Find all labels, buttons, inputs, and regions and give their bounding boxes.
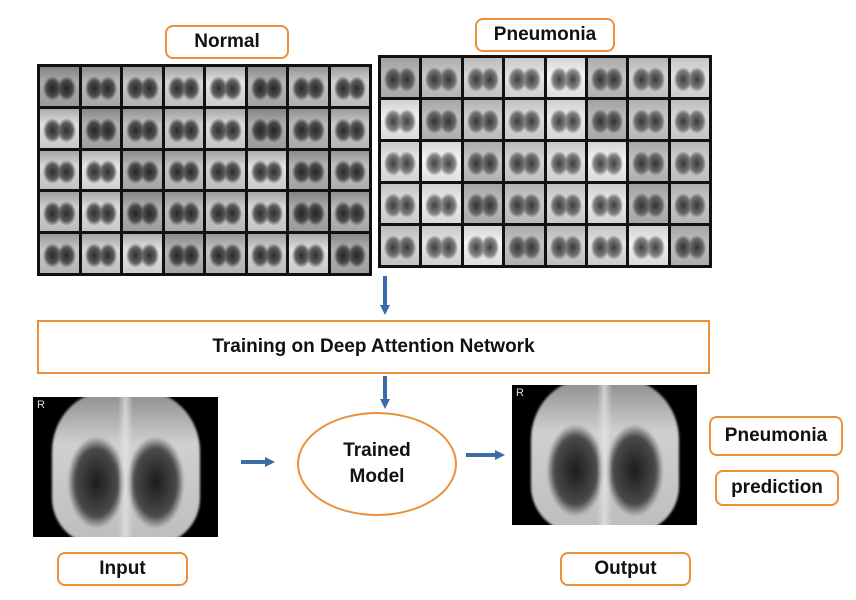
pneumonia-xray-grid [378, 55, 712, 268]
normal-xray-thumbnail [206, 108, 245, 148]
normal-xray-thumbnail [123, 67, 162, 106]
pneumonia-xray-thumbnail [505, 184, 544, 223]
xray-r-mark-output: R [516, 387, 524, 399]
normal-xray-thumbnail [289, 67, 328, 106]
normal-xray-grid [37, 64, 372, 276]
pneumonia-xray-thumbnail [670, 226, 709, 265]
normal-xray-thumbnail [81, 192, 120, 232]
model-label-line1: Trained [343, 440, 411, 461]
normal-xray-thumbnail [164, 150, 203, 190]
normal-xray-thumbnail [123, 108, 162, 148]
pneumonia-xray-thumbnail [546, 184, 585, 223]
normal-xray-thumbnail [123, 234, 162, 273]
pneumonia-xray-thumbnail [505, 226, 544, 265]
pneumonia-xray-thumbnail [422, 58, 461, 97]
pneumonia-xray-thumbnail [629, 142, 668, 181]
normal-xray-thumbnail [164, 67, 203, 106]
normal-xray-thumbnail [164, 108, 203, 148]
normal-xray-thumbnail [247, 234, 286, 273]
pneumonia-xray-thumbnail [587, 142, 627, 181]
normal-xray-thumbnail [206, 67, 245, 106]
pneumonia-xray-thumbnail [463, 58, 503, 97]
prediction-class-label: Pneumonia [709, 416, 843, 456]
output-xray-image: R [512, 385, 697, 525]
normal-xray-thumbnail [40, 108, 79, 148]
pneumonia-xray-thumbnail [422, 226, 461, 265]
normal-xray-thumbnail [289, 234, 328, 273]
pneumonia-xray-thumbnail [505, 58, 544, 97]
normal-xray-thumbnail [247, 108, 286, 148]
prediction-word-label: prediction [715, 470, 839, 506]
normal-xray-thumbnail [330, 192, 369, 232]
normal-xray-thumbnail [81, 67, 120, 106]
pneumonia-xray-thumbnail [629, 58, 668, 97]
normal-xray-thumbnail [164, 192, 203, 232]
pneumonia-xray-thumbnail [381, 142, 420, 181]
pneumonia-xray-thumbnail [381, 184, 420, 223]
pneumonia-xray-thumbnail [381, 58, 420, 97]
normal-xray-thumbnail [247, 192, 286, 232]
pneumonia-xray-thumbnail [463, 226, 503, 265]
normal-xray-thumbnail [330, 234, 369, 273]
pneumonia-xray-thumbnail [629, 100, 668, 139]
normal-xray-thumbnail [289, 192, 328, 232]
pneumonia-xray-thumbnail [422, 184, 461, 223]
normal-xray-thumbnail [330, 108, 369, 148]
pneumonia-xray-thumbnail [587, 100, 627, 139]
normal-xray-thumbnail [123, 192, 162, 232]
normal-xray-thumbnail [40, 234, 79, 273]
normal-xray-thumbnail [40, 150, 79, 190]
normal-xray-thumbnail [330, 67, 369, 106]
pneumonia-xray-thumbnail [546, 100, 585, 139]
normal-xray-thumbnail [289, 108, 328, 148]
normal-xray-thumbnail [40, 192, 79, 232]
pneumonia-xray-thumbnail [629, 226, 668, 265]
pneumonia-xray-thumbnail [546, 142, 585, 181]
normal-xray-thumbnail [247, 67, 286, 106]
pneumonia-xray-thumbnail [587, 58, 627, 97]
trained-model-ellipse: Trained Model [297, 412, 457, 516]
pneumonia-xray-thumbnail [670, 142, 709, 181]
normal-xray-thumbnail [247, 150, 286, 190]
pneumonia-xray-thumbnail [463, 184, 503, 223]
normal-xray-thumbnail [81, 150, 120, 190]
pneumonia-xray-thumbnail [505, 142, 544, 181]
pneumonia-xray-thumbnail [505, 100, 544, 139]
training-label: Training on Deep Attention Network [212, 336, 535, 357]
pneumonia-xray-thumbnail [587, 184, 627, 223]
input-label: Input [57, 552, 188, 586]
normal-xray-thumbnail [206, 192, 245, 232]
xray-r-mark: R [37, 399, 45, 411]
normal-xray-thumbnail [330, 150, 369, 190]
pneumonia-label: Pneumonia [475, 18, 615, 52]
normal-xray-thumbnail [164, 234, 203, 273]
normal-label: Normal [165, 25, 289, 59]
pneumonia-xray-thumbnail [629, 184, 668, 223]
normal-xray-thumbnail [81, 234, 120, 273]
pneumonia-xray-thumbnail [670, 100, 709, 139]
pneumonia-xray-thumbnail [422, 142, 461, 181]
training-box: Training on Deep Attention Network [37, 320, 710, 374]
pneumonia-xray-thumbnail [463, 142, 503, 181]
pneumonia-xray-thumbnail [422, 100, 461, 139]
pneumonia-xray-thumbnail [463, 100, 503, 139]
normal-xray-thumbnail [81, 108, 120, 148]
pneumonia-xray-thumbnail [546, 58, 585, 97]
normal-xray-thumbnail [123, 150, 162, 190]
input-xray-image: R [33, 397, 218, 537]
normal-xray-thumbnail [206, 234, 245, 273]
pneumonia-xray-thumbnail [587, 226, 627, 265]
output-label: Output [560, 552, 691, 586]
normal-xray-thumbnail [40, 67, 79, 106]
normal-xray-thumbnail [206, 150, 245, 190]
normal-xray-thumbnail [289, 150, 328, 190]
pneumonia-xray-thumbnail [381, 100, 420, 139]
model-label-line2: Model [349, 466, 405, 487]
pneumonia-xray-thumbnail [381, 226, 420, 265]
pneumonia-xray-thumbnail [670, 184, 709, 223]
pneumonia-xray-thumbnail [546, 226, 585, 265]
pneumonia-xray-thumbnail [670, 58, 709, 97]
